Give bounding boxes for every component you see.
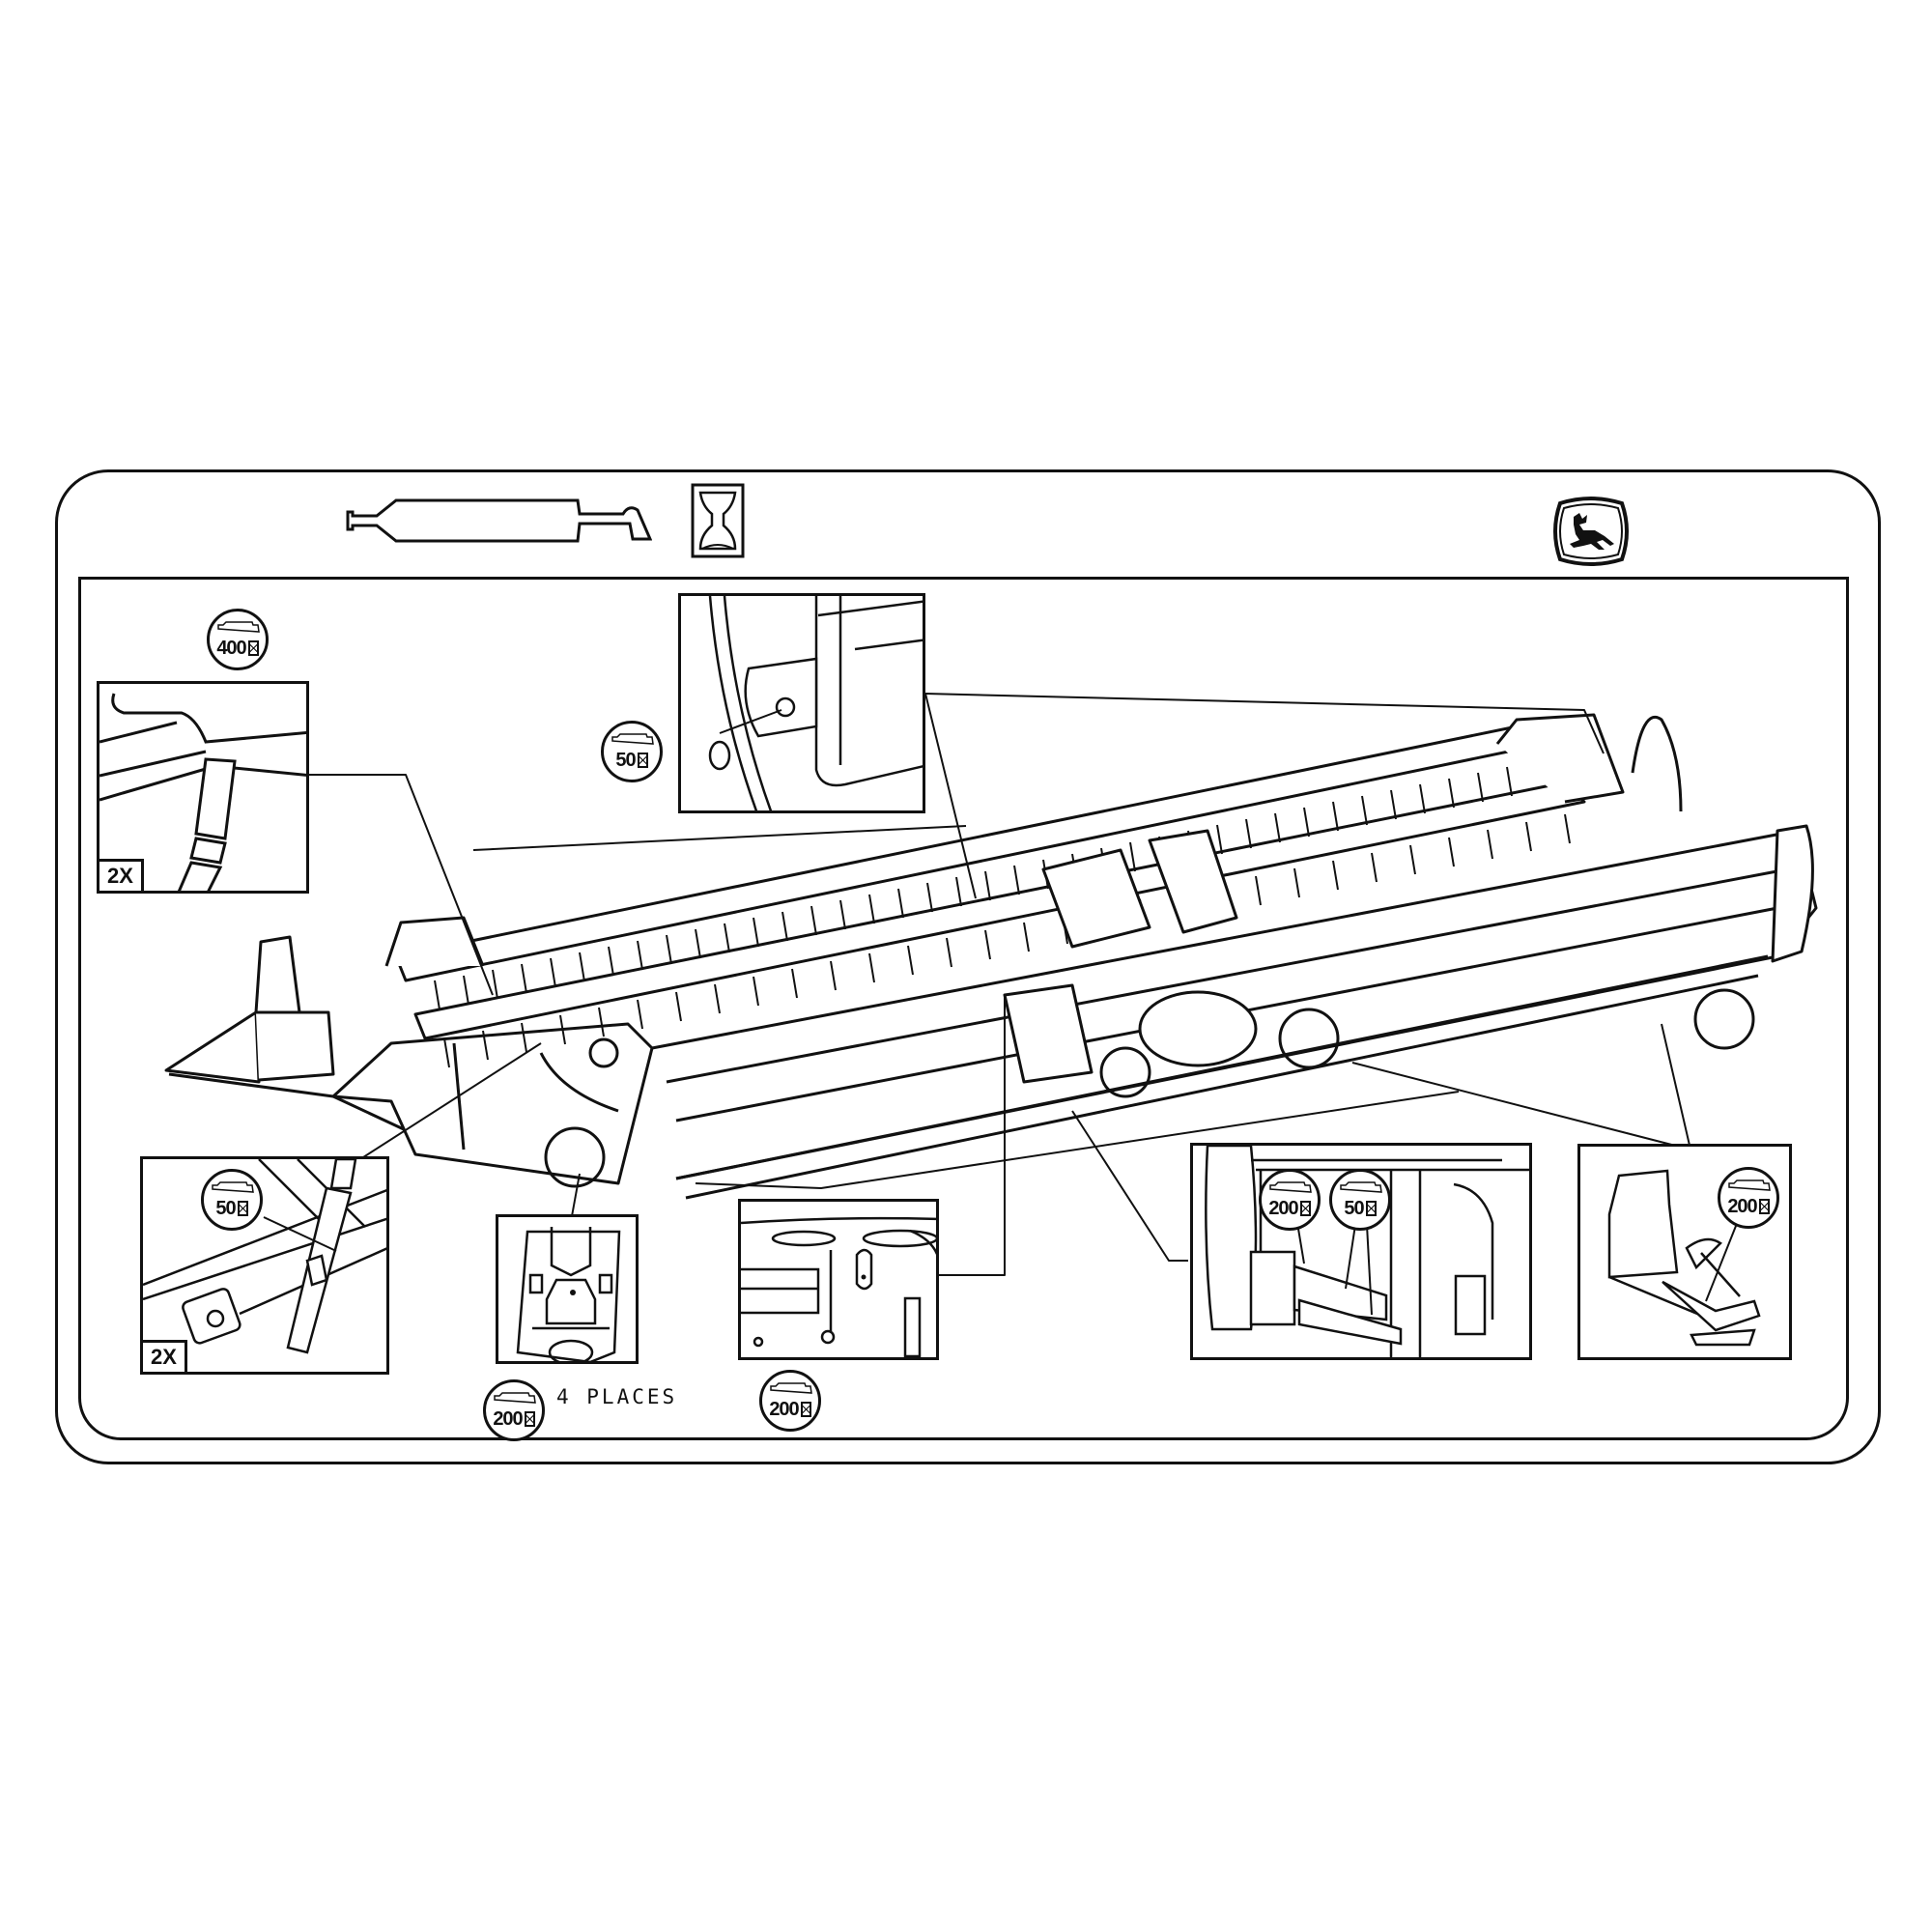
interval-hours: 200 [1268, 1198, 1298, 1219]
grease-gun-icon [770, 1382, 812, 1394]
hourglass-interval-icon [691, 483, 745, 558]
hourglass-icon [524, 1411, 535, 1427]
grease-interval-callout: 50 [1329, 1169, 1391, 1231]
grease-gun-icon [1269, 1181, 1312, 1193]
hourglass-icon [237, 1201, 248, 1216]
inset-reel-drive-bearing [678, 593, 925, 813]
hourglass-icon [1758, 1199, 1770, 1214]
grease-interval-callout: 50 [201, 1169, 263, 1231]
hourglass-icon [247, 640, 259, 656]
center-link-pivot-drawing [516, 1227, 621, 1361]
grease-interval-callout: 50 [601, 721, 663, 782]
interval-hours: 200 [493, 1408, 523, 1430]
grease-interval-callout: 200 [483, 1379, 545, 1441]
drive-shaft-drawing [1205, 1146, 1529, 1357]
inset-gearbox-fitting [738, 1199, 939, 1360]
grease-interval-callout: 200 [1718, 1167, 1779, 1229]
hourglass-icon [637, 753, 648, 768]
diagram-panel [78, 577, 1849, 1440]
interval-hours: 200 [1727, 1196, 1757, 1217]
reel-drive-bearing-drawing [708, 596, 923, 810]
hourglass-icon [1299, 1201, 1311, 1216]
hourglass-icon [800, 1402, 811, 1417]
hourglass-icon [1365, 1201, 1377, 1216]
quantity-tag: 2X [99, 859, 144, 891]
grease-gun-icon [494, 1392, 536, 1404]
interval-hours: 50 [615, 750, 636, 771]
gearbox-fitting-drawing [741, 1216, 936, 1357]
inset-reel-lift-cylinder: 2X [97, 681, 309, 894]
grease-interval-callout: 200 [1259, 1169, 1321, 1231]
grease-gun-icon [611, 733, 654, 745]
interval-hours: 50 [1344, 1198, 1364, 1219]
grease-gun-icon [212, 1181, 254, 1193]
grease-gun-icon [346, 498, 652, 543]
grease-interval-callout: 200 [759, 1370, 821, 1432]
reel-fore-aft-cylinder-drawing [143, 1159, 386, 1354]
places-label: 4 PLACES [556, 1385, 678, 1408]
quantity-tag: 2X [143, 1340, 187, 1372]
grease-interval-callout: 400 [207, 609, 269, 670]
inset-center-link-pivot [496, 1214, 639, 1364]
inset-drive-shaft [1190, 1143, 1532, 1360]
leaping-deer-logo [1553, 497, 1629, 566]
reel-lift-cylinder-drawing [99, 693, 306, 891]
interval-hours: 50 [215, 1198, 236, 1219]
interval-hours: 400 [216, 638, 246, 659]
decal-outer-frame [55, 469, 1881, 1464]
grease-gun-icon [1340, 1181, 1382, 1193]
inset-reel-fore-aft-cylinder: 2X [140, 1156, 389, 1375]
gauge-wheel-pivot-drawing [1607, 1169, 1761, 1347]
grease-gun-icon [217, 621, 260, 633]
grease-gun-icon [1728, 1179, 1771, 1191]
interval-hours: 200 [769, 1399, 799, 1420]
